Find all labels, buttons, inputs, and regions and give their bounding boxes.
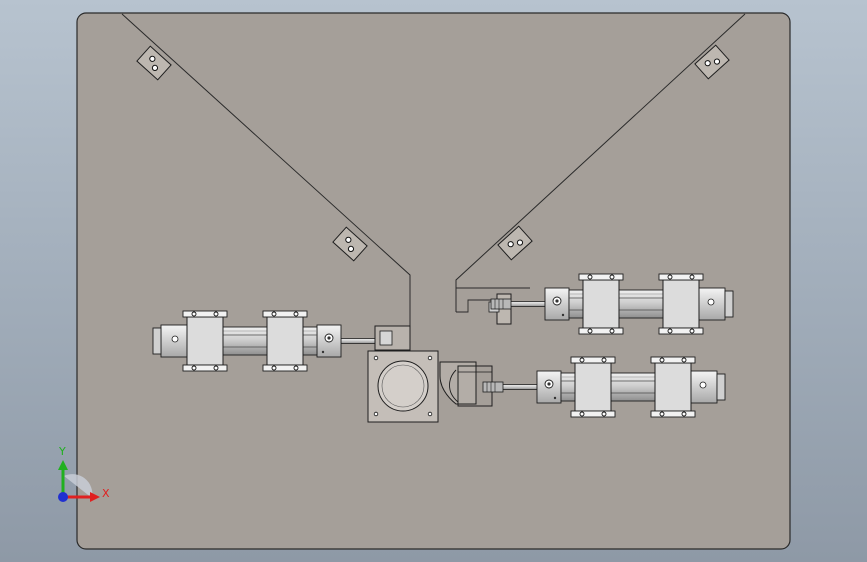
motor-mount[interactable]	[367, 350, 439, 423]
v-guide-right-edge[interactable]	[455, 13, 746, 312]
left-rod-bracket[interactable]	[374, 325, 411, 351]
clevis-bracket[interactable]	[439, 361, 493, 407]
triad-x-label: X	[102, 487, 110, 500]
coordinate-triad: Y X	[58, 445, 110, 502]
v-guide-left-edge[interactable]	[121, 13, 411, 335]
triad-y-label: Y	[58, 445, 66, 458]
triad-z-axis	[58, 492, 68, 502]
